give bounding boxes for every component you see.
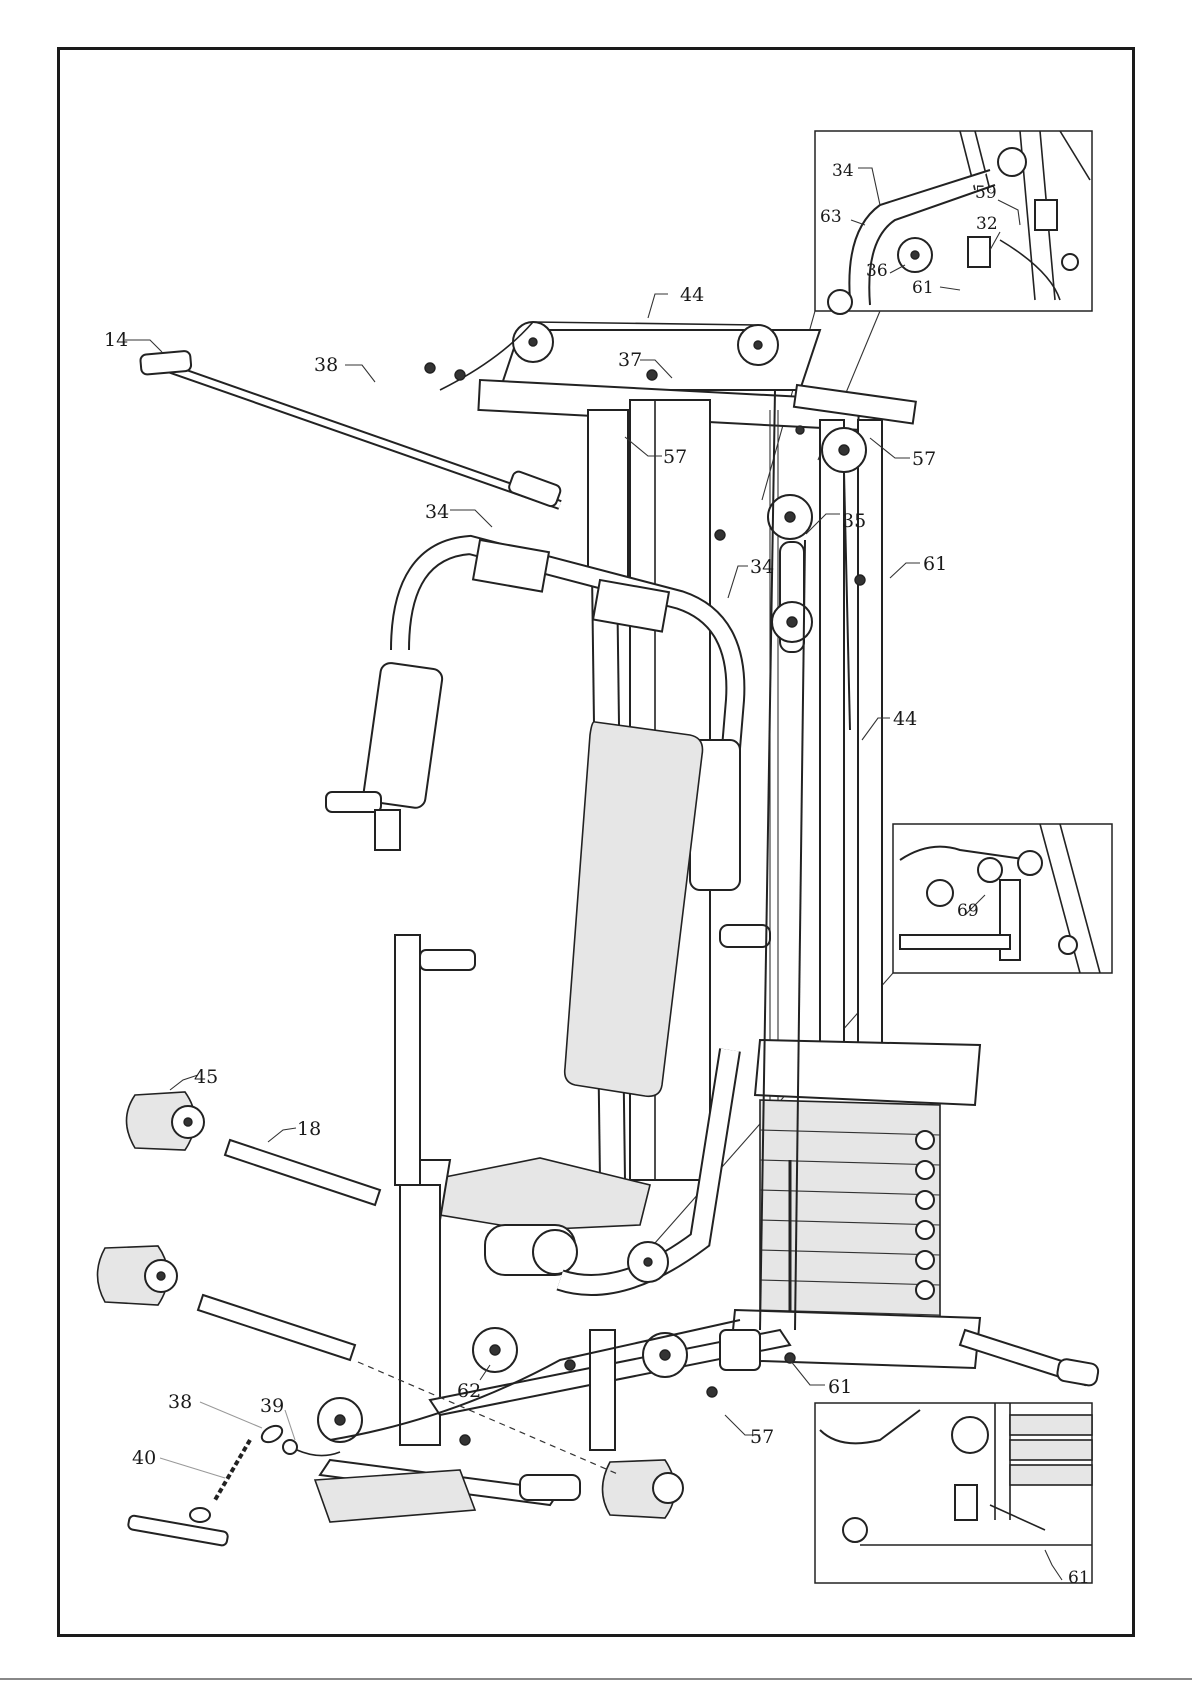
callout-44-right: 44: [893, 710, 917, 729]
callout-34-mid: 34: [750, 558, 774, 577]
page-bottom-rule: [0, 1678, 1192, 1680]
inset-bottom-callout-61: 61: [1068, 1570, 1090, 1587]
callout-45: 45: [194, 1068, 218, 1087]
callout-44-top: 44: [680, 286, 704, 305]
callout-57-right: 57: [912, 450, 936, 469]
callout-37: 37: [618, 351, 642, 370]
callout-34-left: 34: [425, 503, 449, 522]
inset-top-callout-59: 59: [975, 185, 997, 202]
inset-top-callout-34: 34: [832, 163, 854, 180]
inset-top-callout-32: 32: [976, 216, 998, 233]
lat-bar: [140, 351, 562, 508]
inset-top-callout-63: 63: [820, 209, 842, 226]
callout-39: 39: [260, 1397, 284, 1416]
inset-middle-callout-69: 69: [957, 903, 979, 920]
chain-handle-set: [128, 1422, 340, 1546]
bottom-detail-inset: [815, 1403, 1092, 1583]
callout-35: 35: [842, 512, 866, 531]
middle-detail-inset: [893, 824, 1112, 973]
callout-61-lower: 61: [828, 1378, 852, 1397]
base-frame: [315, 1328, 790, 1522]
inset-top-callout-61: 61: [912, 280, 934, 297]
callout-38-top: 38: [314, 356, 338, 375]
callout-61-upper: 61: [923, 555, 947, 574]
callout-57-lower: 57: [750, 1428, 774, 1447]
callout-57-mid: 57: [663, 448, 687, 467]
callout-40: 40: [132, 1449, 156, 1468]
callout-62: 62: [457, 1382, 481, 1401]
press-arm-assembly: [326, 540, 770, 947]
callout-18: 18: [297, 1120, 321, 1139]
upper-pulleys: [768, 428, 866, 652]
weight-stack: [730, 1040, 1099, 1387]
leg-roller-set: [98, 1092, 684, 1518]
callout-14: 14: [104, 331, 128, 350]
inset-top-callout-36: 36: [866, 263, 888, 280]
callout-38-bottom: 38: [168, 1393, 192, 1412]
